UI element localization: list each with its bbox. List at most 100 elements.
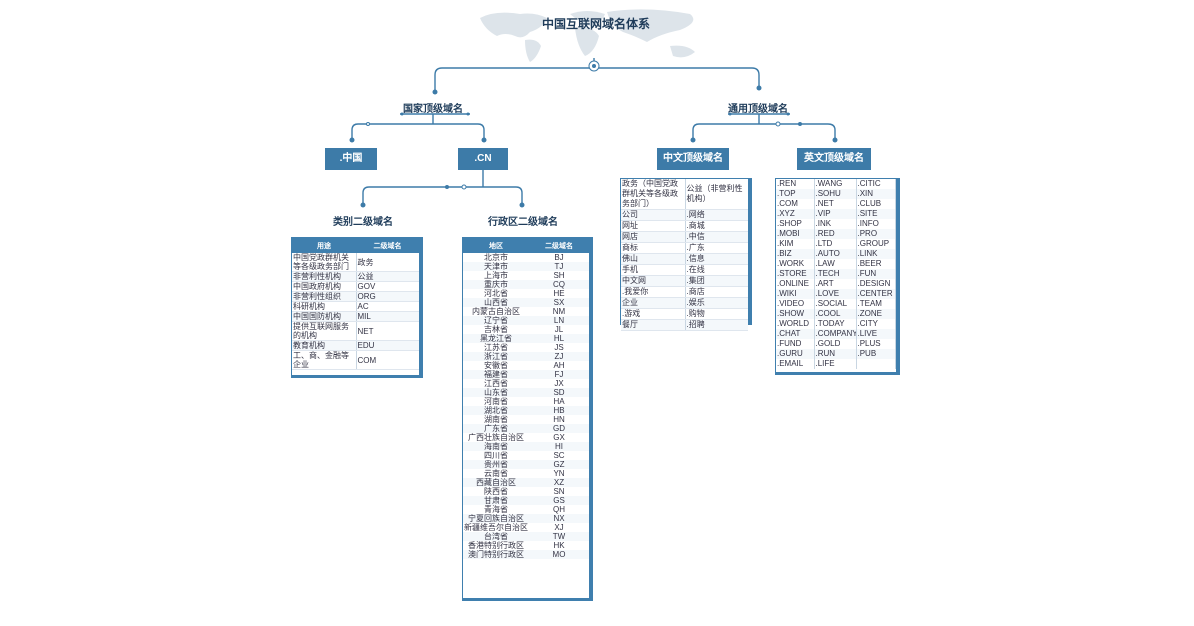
english-tld-row-cell: .PUB — [856, 349, 896, 359]
region-row-cell: JX — [554, 379, 564, 388]
english-tld-row: .BIZ.AUTO.LINK — [776, 249, 896, 259]
region-row-cell: HK — [553, 541, 565, 550]
chinese-tld-row: 公司.网络 — [621, 209, 748, 221]
region-row-cell: JS — [554, 343, 564, 352]
region-row-cell: 上海市 — [484, 271, 508, 280]
english-tld-row-cell: .COOL — [814, 309, 857, 319]
english-tld-row-cell: .COM — [776, 199, 815, 209]
english-tld-row-cell: .COMPANY — [814, 329, 857, 339]
english-tld-row-cell: .LAW — [814, 259, 857, 269]
region-row-cell: 湖南省 — [484, 415, 508, 424]
english-tld-row-cell: .WIKI — [776, 289, 815, 299]
category-row-cell: 工、商、金融等企业 — [292, 350, 357, 370]
zhongguo-box: .中国 — [325, 148, 377, 170]
chinese-tld-row: 企业.娱乐 — [621, 297, 748, 309]
chinese-tld-row-cell: 网店 — [621, 231, 686, 243]
region-row-cell: 内蒙古自治区 — [472, 307, 520, 316]
region-row-cell: TJ — [529, 262, 589, 271]
chinese-tld-row-cell: .集团 — [685, 275, 748, 287]
category-row-cell: 中国政府机构 — [292, 281, 357, 292]
region-row-cell: 云南省 — [484, 469, 508, 478]
region-row-cell: SD — [529, 388, 589, 397]
region-row-cell: 福建省 — [463, 370, 529, 379]
region-row-cell: 湖北省 — [463, 406, 529, 415]
region-row-cell: 宁夏回族自治区 — [463, 514, 529, 523]
chinese-tld-row-cell: 中文网 — [621, 275, 686, 287]
chinese-tld-row: 餐厅.招聘 — [621, 319, 748, 331]
chinese-tld-row: 手机.在线 — [621, 264, 748, 276]
region-row-cell: BJ — [554, 253, 564, 262]
chinese-tld-row-cell: .信息 — [685, 253, 748, 265]
region-row: 云南省 YN — [463, 469, 589, 478]
chinese-tld-row-cell: .购物 — [685, 308, 748, 320]
english-tld-row-cell: .FUND — [776, 339, 815, 349]
region-row-cell: 青海省 — [484, 505, 508, 514]
region-row-cell: 台湾省 — [463, 532, 529, 541]
region-row-cell: AH — [553, 361, 565, 370]
region-row-cell: TW — [529, 532, 589, 541]
english-tld-row-cell: .NET — [814, 199, 857, 209]
english-tld-row-cell: .SOHU — [814, 189, 857, 199]
category-row-cell: 提供互联网服务的机构 — [292, 321, 357, 341]
english-tld-row-cell: .STORE — [776, 269, 815, 279]
english-tld-row-cell: .TODAY — [814, 319, 857, 329]
english-tld-row-cell: .VIP — [814, 209, 857, 219]
diagram-title: 中国互联网域名体系 — [541, 17, 650, 31]
english-tld-row: .VIDEO.SOCIAL.TEAM — [776, 299, 896, 309]
english-tld-row: .WORLD.TODAY.CITY — [776, 319, 896, 329]
chinese-tld-row-cell: .招聘 — [685, 319, 748, 331]
region-row-cell: HB — [529, 406, 589, 415]
chinese-tld-row: 政务（中国党政群机关等各级政务部门）公益（非营利性机构） — [621, 179, 748, 210]
region-row-cell: SX — [529, 298, 589, 307]
region-row-cell: HE — [553, 289, 565, 298]
region-row-cell: 山东省 — [463, 388, 529, 397]
english-tld-row-cell — [856, 359, 896, 369]
chinese-tld-row: 商标.广东 — [621, 242, 748, 254]
region-row-cell: MO — [529, 550, 589, 559]
english-tld-row-cell: .PRO — [856, 229, 896, 239]
english-tld-row: .WIKI.LOVE.CENTER — [776, 289, 896, 299]
region-row-cell: 河南省 — [484, 397, 508, 406]
region-row-cell: JL — [554, 325, 564, 334]
english-tld-row: .GURU.RUN.PUB — [776, 349, 896, 359]
english-tld-row-cell: .REN — [776, 179, 815, 189]
english-tld-row-cell: .LOVE — [814, 289, 857, 299]
english-tld-row-cell: .ART — [814, 279, 857, 289]
english-tld-row: .SHOP.INK.INFO — [776, 219, 896, 229]
chinese-tld-row-cell: 手机 — [621, 264, 686, 276]
region-row-cell: 重庆市 — [463, 280, 529, 289]
chinese-tld-row: 中文网.集团 — [621, 275, 748, 287]
region-row-cell: 天津市 — [463, 262, 529, 271]
english-tld-row-cell: .TECH — [814, 269, 857, 279]
region-row-cell: SC — [553, 451, 565, 460]
category-header-sld: 二级域名 — [356, 238, 419, 253]
region-row: 四川省 SC — [463, 451, 589, 460]
chinese-tld-row-cell: .中信 — [685, 231, 748, 243]
chinese-tld-row-cell: .在线 — [685, 264, 748, 276]
chinese-tld-row: 网店.中信 — [621, 231, 748, 243]
english-tld-row: .REN.WANG.CITIC — [776, 179, 896, 189]
category-row-cell: 教育机构 — [292, 340, 357, 351]
english-tld-row-cell: .WORLD — [776, 319, 815, 329]
region-row-cell: 四川省 — [484, 451, 508, 460]
region-row-cell: YN — [553, 469, 565, 478]
category-row-cell: ORG — [356, 291, 419, 302]
